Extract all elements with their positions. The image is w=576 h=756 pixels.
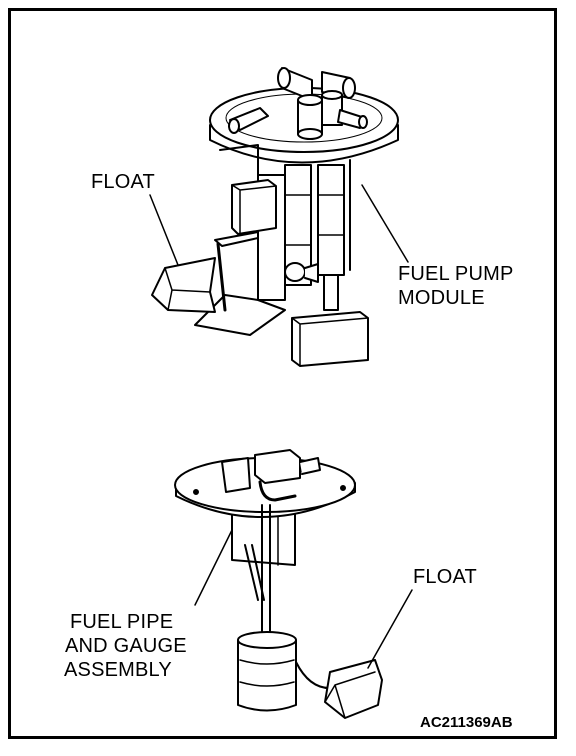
- fuel-pipe-label-line1: FUEL PIPE: [70, 611, 174, 633]
- float-bottom-leader: [367, 589, 413, 669]
- float-top-label: FLOAT: [91, 171, 155, 193]
- fuel-pump-module-label-line2: MODULE: [398, 287, 485, 309]
- fuel-pipe-label-line2: AND GAUGE: [65, 635, 187, 657]
- fuel-pipe-gauge-drawing: [174, 449, 383, 719]
- fuel-pump-module-label-line1: FUEL PUMP: [398, 263, 514, 285]
- float-bottom-label: FLOAT: [413, 566, 477, 588]
- fuel-pump-module-drawing: [151, 67, 399, 367]
- fuel-pump-module-leader: [361, 184, 409, 263]
- figure-code-label: AC211369AB: [420, 714, 513, 731]
- fuel-pipe-leader: [194, 529, 233, 606]
- float-top-leader: [149, 194, 179, 266]
- fuel-pipe-label-line3: ASSEMBLY: [64, 659, 172, 681]
